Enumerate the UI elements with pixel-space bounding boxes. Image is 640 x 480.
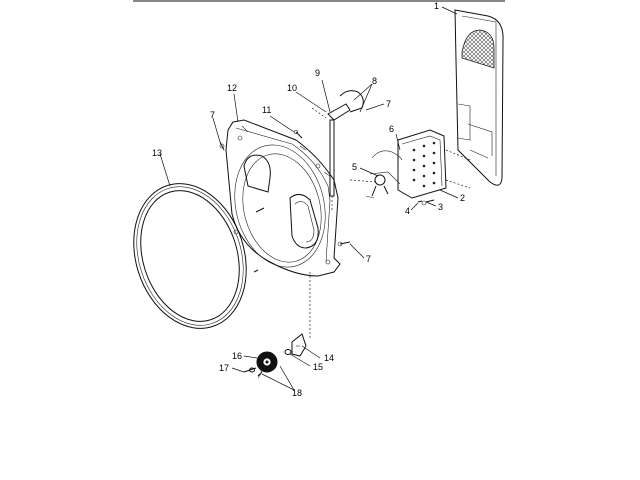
callout-4: 4 xyxy=(405,206,410,216)
seal-part-13 xyxy=(133,183,247,329)
retainer-part-18 xyxy=(257,365,263,379)
callout-9: 9 xyxy=(315,68,320,78)
callout-16: 16 xyxy=(232,351,242,361)
callout-2: 2 xyxy=(460,193,465,203)
rear-panel-part-1 xyxy=(454,9,504,186)
callout-1: 1 xyxy=(434,1,439,11)
callout-12: 12 xyxy=(227,83,237,93)
callout-7-left: 7 xyxy=(210,110,215,120)
screw-part-11 xyxy=(293,129,303,139)
callout-6: 6 xyxy=(389,124,394,134)
callout-10: 10 xyxy=(287,83,297,93)
callout-13: 13 xyxy=(152,148,162,158)
callout-5: 5 xyxy=(352,162,357,172)
screw-part-4 xyxy=(417,200,423,203)
screw-part-7-left xyxy=(219,141,225,151)
leader-lines xyxy=(159,6,459,391)
bulkhead-fasteners xyxy=(253,207,265,273)
callout-8: 8 xyxy=(372,76,377,86)
axle-part-17 xyxy=(243,367,257,373)
bulkhead-part-12 xyxy=(225,119,341,277)
roller-bracket-part-14 xyxy=(291,333,307,357)
callout-14: 14 xyxy=(324,353,334,363)
screw-part-7-lower xyxy=(337,241,351,247)
callout-11: 11 xyxy=(262,105,271,115)
washer-part-15 xyxy=(284,349,292,355)
callout-15: 15 xyxy=(313,362,323,372)
terminal-block-part-6 xyxy=(371,129,471,199)
roller-part-16 xyxy=(256,351,278,373)
callout-18: 18 xyxy=(292,388,302,398)
callout-17: 17 xyxy=(219,363,229,373)
callout-7-lower: 7 xyxy=(366,254,371,264)
bracket-part-9 xyxy=(311,90,377,210)
callout-7-top-right: 7 xyxy=(386,99,391,109)
screw-part-3 xyxy=(421,199,435,206)
callout-3: 3 xyxy=(438,202,443,212)
sensor-part-5 xyxy=(365,171,401,199)
